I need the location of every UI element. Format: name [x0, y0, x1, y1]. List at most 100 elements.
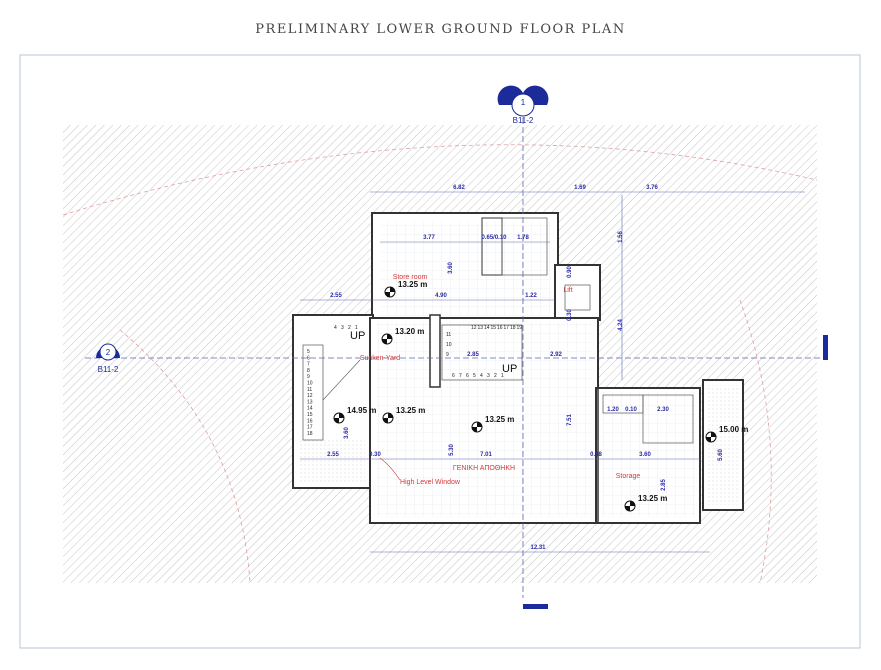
- stair-step-number: 5: [473, 373, 476, 379]
- section-number: 1: [521, 98, 526, 107]
- elevation-label: 14.95 m: [347, 406, 376, 415]
- stair-step-number: 16: [307, 418, 313, 424]
- dimension-lines: [300, 191, 805, 553]
- note-high-level-window: High Level Window: [400, 479, 461, 486]
- stair-step-number: 1: [355, 325, 358, 331]
- dimension: 0.18: [590, 452, 602, 458]
- elevation-label: 13.25 m: [638, 494, 667, 503]
- stair-step-number: 8: [307, 368, 310, 374]
- stair-step-number: 2: [348, 325, 351, 331]
- stair-step-number: 13: [478, 325, 484, 331]
- stair-step-number: 4: [334, 325, 337, 331]
- elevation-label: 15.00 m: [719, 425, 748, 434]
- stair-step-number: 15: [307, 412, 313, 418]
- stair-step-number: 5: [307, 349, 310, 355]
- dimension: 4.90: [435, 293, 447, 299]
- dimension: 2.92: [550, 352, 562, 358]
- dimension: 3.60: [344, 427, 350, 439]
- dimension: 1.20: [607, 407, 619, 413]
- stair-step-number: 3: [487, 373, 490, 379]
- room-label-storage: Storage: [616, 473, 641, 480]
- stair-step-number: 1: [501, 373, 504, 379]
- stair-step-number: 7: [307, 362, 310, 368]
- dimension: 7.01: [480, 452, 492, 458]
- dimension: 3.60: [639, 452, 651, 458]
- dimension: 0.65/0.10: [481, 235, 507, 241]
- elevation-marker: 13.25 m: [624, 494, 667, 512]
- room-label-sunken-yard: Sunken-Yard: [360, 355, 400, 362]
- dimension: 0.30: [567, 309, 573, 321]
- stair-step-number: 13: [307, 399, 313, 405]
- elevation-label: 13.25 m: [396, 406, 425, 415]
- dimension: 3.76: [646, 185, 658, 191]
- dimension: 1.69: [574, 185, 586, 191]
- stair-up-label: UP: [350, 330, 365, 342]
- stair-step-number: 17: [504, 325, 510, 331]
- section-number: 2: [106, 348, 111, 357]
- stair-step-number: 12: [307, 393, 313, 399]
- room-label-lift: Lift: [563, 287, 572, 294]
- stair-step-number: 10: [307, 381, 313, 387]
- elevation-markers: 13.25 m 13.20 m 14.95 m 13.25 m 13.25 m 15.00…: [333, 280, 748, 512]
- dimension: 2.30: [657, 407, 669, 413]
- stair-step-number: 15: [491, 325, 497, 331]
- elevation-label: 13.25 m: [485, 415, 514, 424]
- dimension: 6.82: [453, 185, 465, 191]
- dimension: 2.55: [327, 452, 339, 458]
- boundary-arc: [119, 329, 251, 584]
- dimension: 0.10: [625, 407, 637, 413]
- dimension: 3.77: [423, 235, 435, 241]
- stair-step-number: 14: [307, 406, 313, 412]
- stair-up-label: UP: [502, 363, 517, 375]
- elevation-marker: 15.00 m: [705, 425, 748, 443]
- level-marker-icon: [383, 413, 393, 423]
- dimension-labels: 6.82 1.69 3.76 3.77 0.65/0.10 1.78 1.56 …: [327, 185, 724, 551]
- dimension: 1.56: [618, 231, 624, 243]
- level-marker-icon: [706, 432, 716, 442]
- dimension: 1.22: [525, 293, 537, 299]
- dimension: 5.60: [718, 449, 724, 461]
- elevation-marker: 14.95 m: [333, 406, 376, 424]
- dimension: 2.85: [467, 352, 479, 358]
- dimension: 7.51: [567, 414, 573, 426]
- section-marker-right: [823, 335, 828, 360]
- stair-step-number: 6: [307, 355, 310, 361]
- dimension: 2.55: [330, 293, 342, 299]
- elevation-marker: 13.20 m: [381, 327, 424, 345]
- elevation-label: 13.20 m: [395, 327, 424, 336]
- stair-step-number: 11: [307, 387, 312, 393]
- section-ref: B11-2: [98, 365, 119, 374]
- dimension: 0.90: [567, 266, 573, 278]
- boundary-arc: [739, 299, 772, 584]
- stair-step-number: 18: [307, 431, 313, 437]
- sheet-frame: [19, 54, 861, 649]
- stair-step-number: 4: [480, 373, 483, 379]
- stair-step-number: 6: [452, 373, 455, 379]
- room-label-store-room: Store room: [393, 274, 428, 281]
- dimension: 4.24: [618, 319, 624, 331]
- dimension: 0.30: [369, 452, 381, 458]
- elevation-marker: 13.25 m: [471, 415, 514, 433]
- section-marker-top: 1 B11-2: [497, 85, 549, 125]
- section-marker-left: 2 B11-2: [96, 343, 120, 374]
- stair-step-number: 17: [307, 425, 313, 431]
- stair-step-number: 9: [446, 352, 449, 358]
- stair-step-number: 3: [341, 325, 344, 331]
- dimension: 1.78: [517, 235, 529, 241]
- dimension: 3.60: [448, 262, 454, 274]
- dimension: 12.31: [530, 545, 546, 551]
- elevation-marker: 13.25 m: [384, 280, 427, 298]
- dimension: 2.85: [661, 479, 667, 491]
- stair-step-number: 6: [466, 373, 469, 379]
- dimension: 5.30: [449, 444, 455, 456]
- stair-step-number: 19: [517, 325, 523, 331]
- stair-step-number: 16: [497, 325, 503, 331]
- room-label-general-storage: ΓΕΝΙΚΗ ΑΠΟΘΗΚΗ: [453, 465, 515, 472]
- stair-step-number: 14: [484, 325, 490, 331]
- section-ref: B11-2: [513, 116, 534, 125]
- level-marker-icon: [625, 501, 635, 511]
- plan-title: PRELIMINARY LOWER GROUND FLOOR PLAN: [255, 22, 626, 37]
- stair-step-number: 9: [307, 374, 310, 380]
- elevation-label: 13.25 m: [398, 280, 427, 289]
